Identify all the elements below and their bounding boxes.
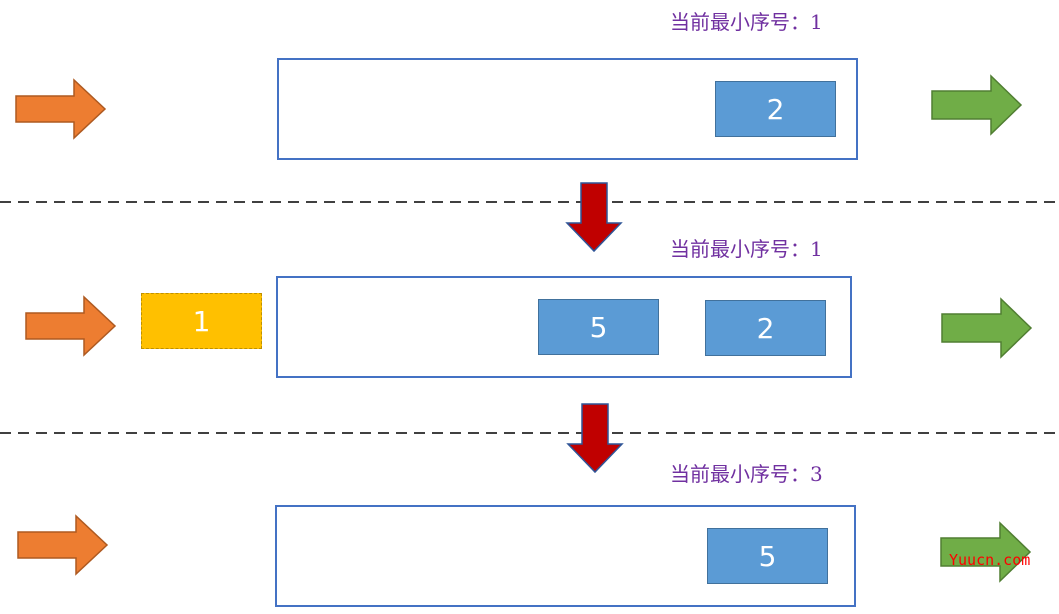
min-seq-label: 当前最小序号：1 xyxy=(670,10,823,34)
input-arrow xyxy=(15,78,107,140)
watermark-text: Yuucn.com xyxy=(949,551,1031,569)
buffered-packet: 5 xyxy=(707,528,828,584)
buffered-packet: 5 xyxy=(538,299,659,355)
buffered-packet: 2 xyxy=(705,300,826,356)
min-seq-label: 当前最小序号：1 xyxy=(670,237,823,261)
incoming-packet: 1 xyxy=(141,293,262,349)
input-arrow xyxy=(17,514,109,576)
output-arrow xyxy=(931,74,1023,136)
output-arrow xyxy=(941,297,1033,359)
min-seq-label: 当前最小序号：3 xyxy=(670,462,823,486)
buffered-packet: 2 xyxy=(715,81,836,137)
transition-arrow-down xyxy=(566,403,624,474)
transition-arrow-down xyxy=(565,182,623,253)
output-arrow xyxy=(940,521,1032,583)
input-arrow xyxy=(25,295,117,357)
